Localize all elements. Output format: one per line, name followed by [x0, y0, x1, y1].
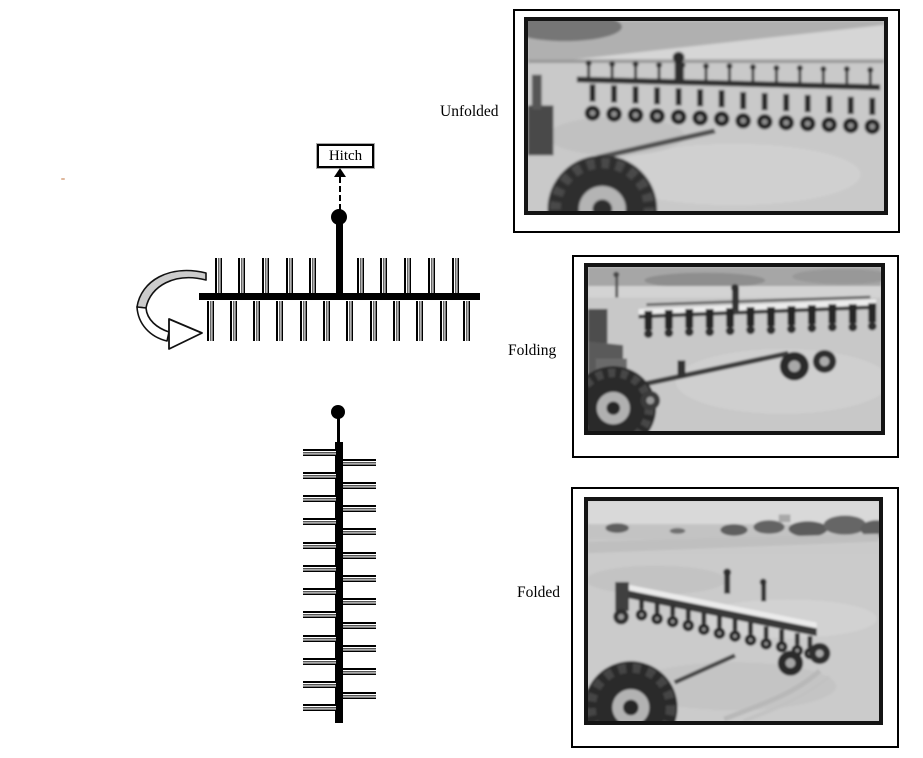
unfolded-bottom-tine: [299, 301, 307, 341]
unfolded-bottom-tine: [369, 301, 377, 341]
folded-left-tine: [303, 448, 336, 456]
unfolded-bottom-tine: [276, 301, 284, 341]
folded-pivot-ball: [331, 405, 345, 419]
stray-print-mark: [61, 178, 65, 180]
folded-right-tine: [343, 528, 376, 536]
unfolded-top-tine: [427, 258, 435, 293]
folded-toolbar-bar: [335, 442, 343, 723]
dashed-arrow-up-icon: [334, 168, 346, 177]
photo-unfolded-image: [524, 17, 888, 215]
folded-left-tine: [303, 541, 336, 549]
folded-left-tine: [303, 634, 336, 642]
unfolded-top-tine: [380, 258, 388, 293]
folded-left-tine: [303, 495, 336, 503]
folded-pivot-link: [337, 417, 340, 443]
folded-left-tine: [303, 564, 336, 572]
folded-right-tine: [343, 551, 376, 559]
unfolded-bottom-tine: [439, 301, 447, 341]
folded-right-tine: [343, 668, 376, 676]
folded-right-tine: [343, 481, 376, 489]
unfolded-bottom-tine: [416, 301, 424, 341]
hitch-box: Hitch: [316, 143, 375, 169]
hitch-dashed-link: [339, 177, 341, 210]
folded-right-tine: [343, 598, 376, 606]
photo-folding-image: [584, 263, 885, 435]
folded-right-tine: [343, 621, 376, 629]
unfolded-bottom-tine: [346, 301, 354, 341]
unfolded-top-tine: [309, 258, 317, 293]
folded-left-tine: [303, 471, 336, 479]
unfolded-bottom-tine: [323, 301, 330, 341]
curved-fold-arrow-icon: [136, 269, 207, 350]
unfolded-bottom-tine: [206, 301, 214, 341]
unfolded-bottom-tine: [229, 301, 237, 341]
hitch-post: [336, 223, 343, 293]
folded-right-tine: [343, 505, 376, 513]
folded-left-tine: [303, 681, 336, 689]
folded-left-tine: [303, 704, 336, 712]
unfolded-top-tine: [285, 258, 293, 293]
unfolded-top-tine: [356, 258, 364, 293]
folded-right-tine: [343, 575, 376, 582]
folded-right-tine: [343, 458, 376, 466]
photo-label-folded: Folded: [517, 584, 561, 601]
photo-label-unfolded: Unfolded: [440, 103, 499, 120]
unfolded-bottom-tine: [253, 301, 261, 341]
unfolded-bottom-tine: [392, 301, 400, 341]
unfolded-bottom-tine: [462, 301, 470, 341]
hitch-pivot-ball: [331, 209, 347, 225]
unfolded-top-tine: [238, 258, 246, 293]
photo-label-folding: Folding: [508, 342, 557, 359]
hitch-label: Hitch: [328, 147, 363, 164]
unfolded-top-tine: [451, 258, 459, 293]
unfolded-top-tine: [404, 258, 412, 293]
folded-left-tine: [303, 657, 336, 665]
folded-left-tine: [303, 518, 336, 526]
folded-right-tine: [343, 691, 376, 699]
folded-right-tine: [343, 644, 376, 652]
folded-left-tine: [303, 611, 336, 619]
unfolded-toolbar-bar: [199, 293, 480, 300]
photo-folded-image: [584, 497, 883, 725]
unfolded-top-tine: [214, 258, 222, 293]
folded-left-tine: [303, 588, 336, 596]
unfolded-top-tine: [261, 258, 269, 293]
